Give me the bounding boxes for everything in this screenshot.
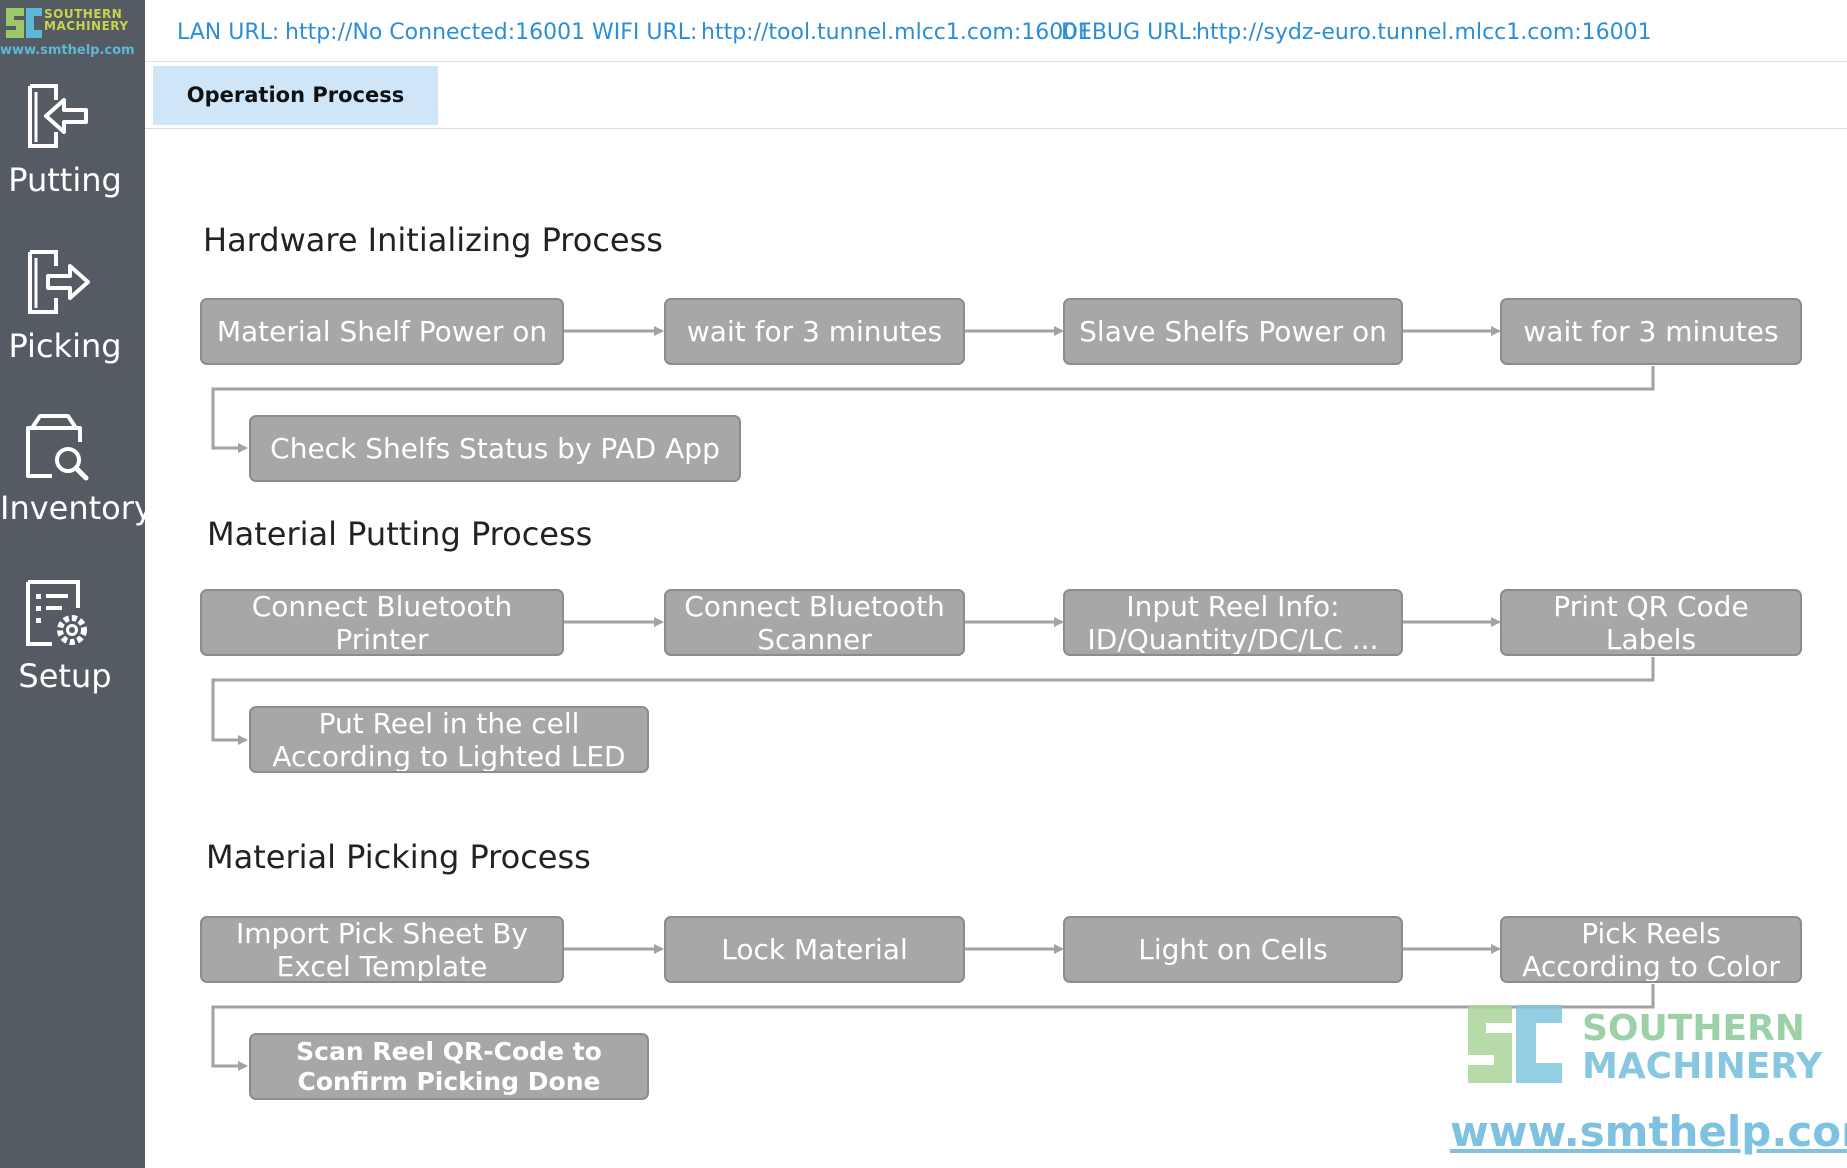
step-wait-3-minutes: wait for 3 minutes <box>664 298 965 365</box>
sidebar-item-label: Inventory <box>0 489 145 527</box>
logo-line1: SOUTHERN <box>44 7 123 21</box>
watermark: SOUTHERN MACHINERY www.smthelp.com <box>1450 995 1847 1168</box>
sidebar-item-picking[interactable]: Picking <box>0 248 145 398</box>
setup-icon <box>26 580 87 646</box>
step-slave-shelfs-power-on: Slave Shelfs Power on <box>1063 298 1403 365</box>
step-wait-3-minutes-2: wait for 3 minutes <box>1500 298 1802 365</box>
lan-url-label: LAN URL: <box>177 20 280 45</box>
sidebar-item-setup[interactable]: Setup <box>0 578 145 728</box>
inventory-icon <box>26 414 89 481</box>
sidebar-item-label: Setup <box>18 657 112 695</box>
watermark-line1: SOUTHERN <box>1582 1008 1805 1049</box>
step-check-shelfs-status: Check Shelfs Status by PAD App <box>249 415 741 482</box>
sidebar-item-label: Putting <box>8 161 122 199</box>
sidebar-item-putting[interactable]: Putting <box>0 82 145 232</box>
sidebar: SOUTHERN MACHINERY www.smthelp.com Putti… <box>0 0 145 1168</box>
step-material-shelf-power-on: Material Shelf Power on <box>200 298 564 365</box>
step-input-reel-info: Input Reel Info:ID/Quantity/DC/LC ... <box>1063 589 1403 656</box>
sidebar-item-inventory[interactable]: Inventory <box>0 410 145 560</box>
brand-logo: SOUTHERN MACHINERY www.smthelp.com <box>0 0 145 62</box>
logo-mark-icon <box>6 8 42 38</box>
section-title-hardware: Hardware Initializing Process <box>203 221 663 259</box>
tab-operation-process[interactable]: Operation Process <box>153 66 438 125</box>
lan-url-value: http://No Connected:16001 <box>285 20 586 45</box>
tab-bar: Operation Process <box>145 62 1847 129</box>
debug-url-label: DEBUG URL: <box>1061 20 1199 45</box>
watermark-line2: MACHINERY <box>1582 1046 1823 1087</box>
section-title-putting: Material Putting Process <box>207 515 593 553</box>
wifi-url-value: http://tool.tunnel.mlcc1.com:16001 <box>701 20 1092 45</box>
watermark-url: www.smthelp.com <box>1450 1107 1847 1156</box>
putting-icon <box>28 84 88 148</box>
sidebar-item-label: Picking <box>8 327 122 365</box>
logo-url: www.smthelp.com <box>0 44 135 58</box>
section-title-picking: Material Picking Process <box>206 838 591 876</box>
step-lock-material: Lock Material <box>664 916 965 983</box>
picking-icon <box>28 250 90 314</box>
url-header: LAN URL: http://No Connected:16001 WIFI … <box>145 0 1847 62</box>
step-light-on-cells: Light on Cells <box>1063 916 1403 983</box>
wifi-url-label: WIFI URL: <box>592 20 698 45</box>
watermark-logo-icon <box>1468 1005 1562 1083</box>
debug-url-value: http://sydz-euro.tunnel.mlcc1.com:16001 <box>1196 20 1652 45</box>
logo-line2: MACHINERY <box>44 19 129 33</box>
